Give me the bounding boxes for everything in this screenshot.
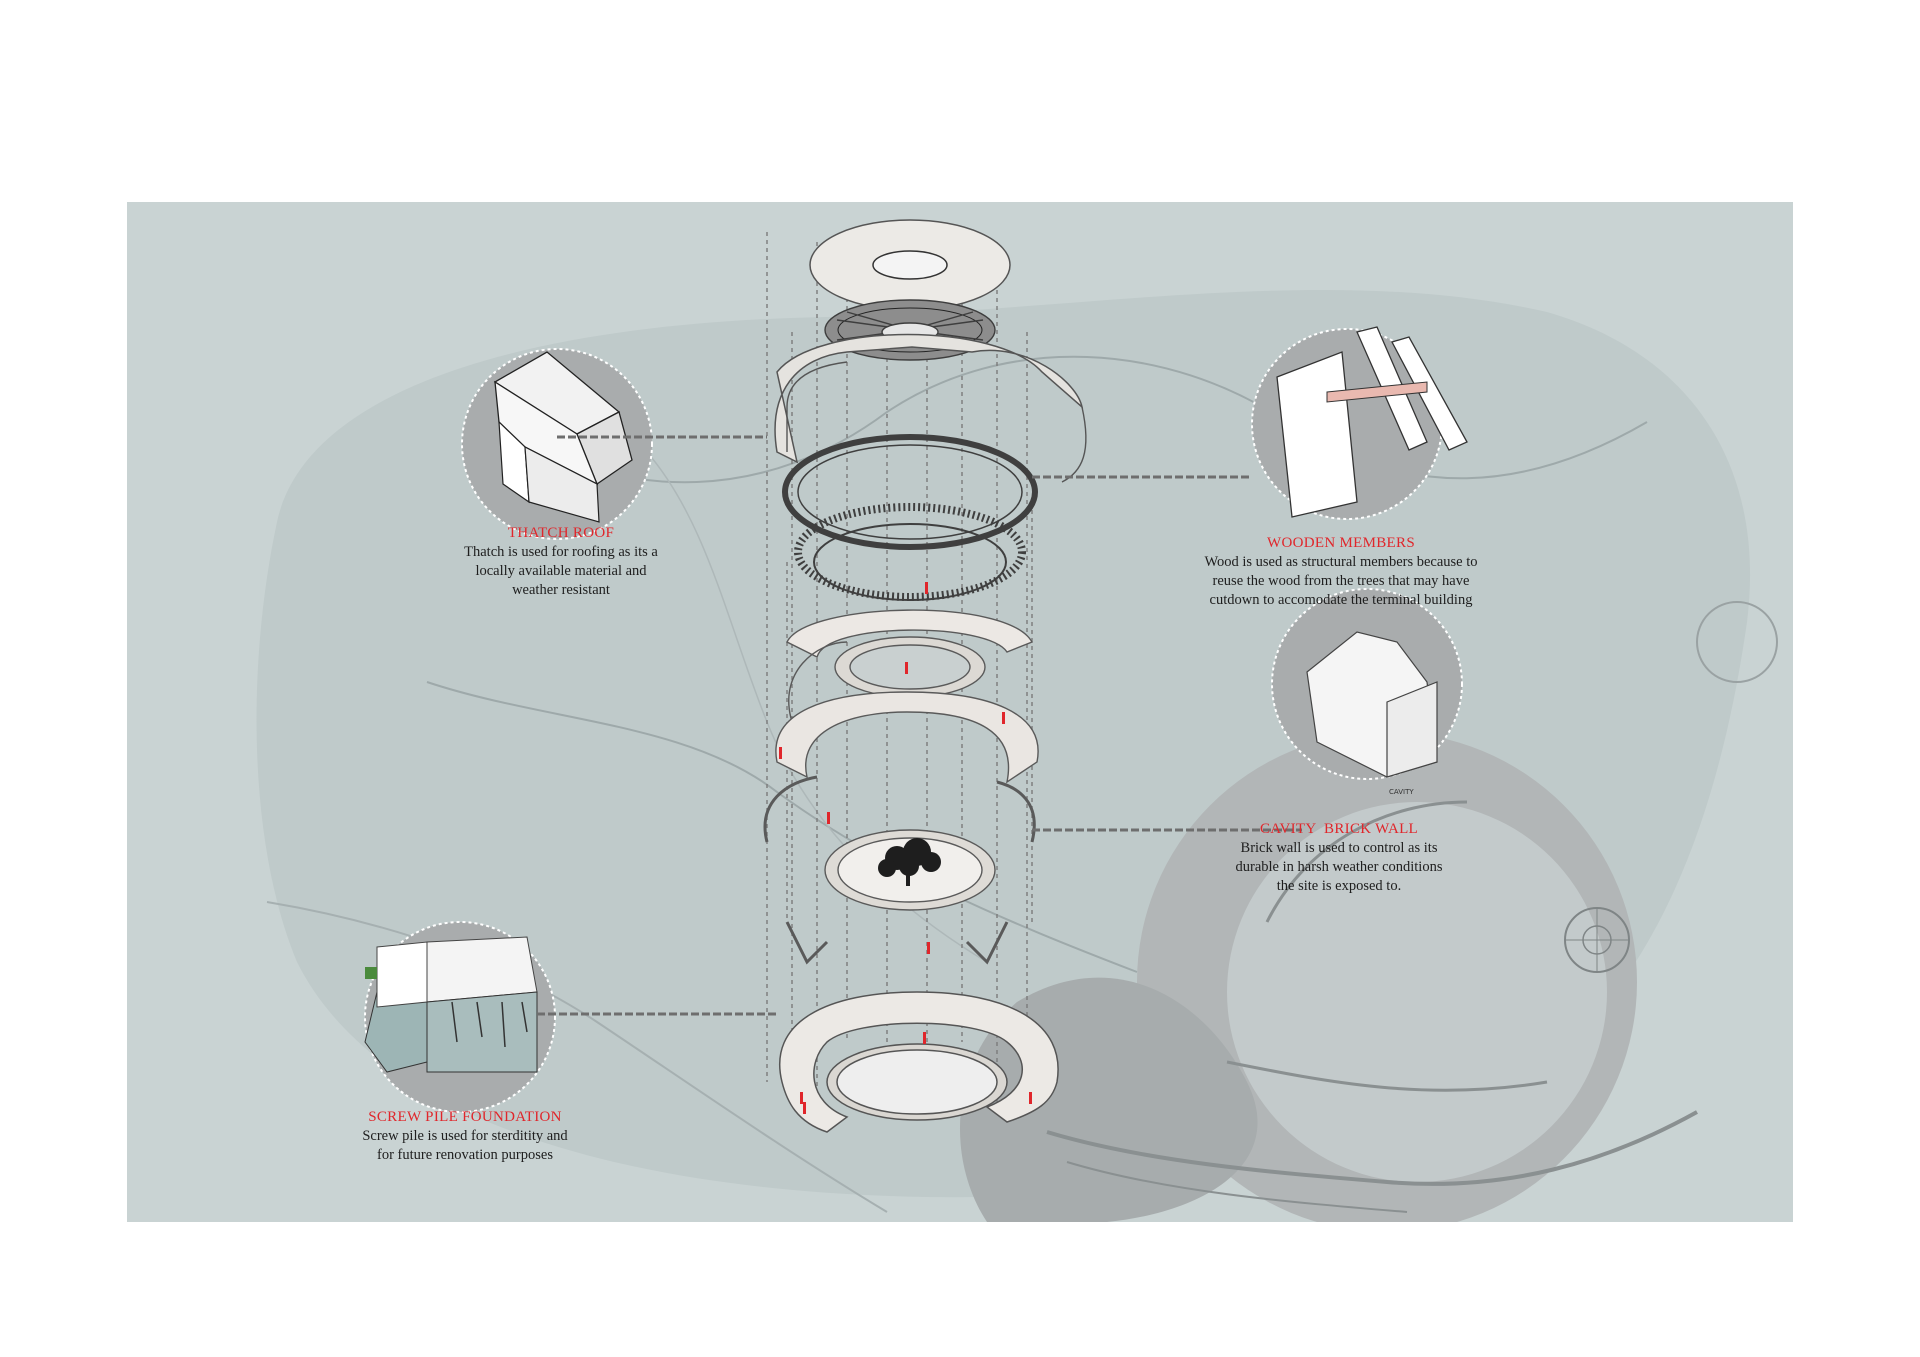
wooden-members-line-1: Wood is used as structural members becau… bbox=[1204, 554, 1478, 570]
thatch-roof-line-2: locally available material and bbox=[475, 563, 647, 579]
screw-pile-title: SCREW PILE FOUNDATION bbox=[368, 1109, 562, 1125]
floor-ring-upper-layer bbox=[786, 609, 1034, 723]
leader-lines bbox=[537, 435, 1302, 1016]
exploded-axonometric-board: CAVITY THATCH ROOF Thatch is used for ro… bbox=[127, 202, 1793, 1222]
cavity-brick-wall-title: CAVITY BRICK WALL bbox=[1259, 821, 1419, 837]
structural-ring-layer bbox=[782, 434, 1038, 601]
wooden-members-detail bbox=[1251, 326, 1468, 520]
thatch-ring-layer bbox=[774, 333, 1087, 483]
foundation-ring-layer bbox=[779, 991, 1059, 1133]
wooden-members-title: WOODEN MEMBERS bbox=[1267, 535, 1415, 551]
cavity-brick-wall-line-2: durable in harsh weather conditions bbox=[1235, 859, 1443, 875]
wooden-members-description: Wood is used as structural members becau… bbox=[1181, 553, 1501, 610]
marina-plan-background bbox=[959, 601, 1778, 1222]
tree-symbol bbox=[878, 838, 941, 886]
screw-pile-line-2: for future renovation purposes bbox=[377, 1147, 553, 1163]
thatch-roof-detail bbox=[461, 348, 653, 540]
screw-pile-annotation: SCREW PILE FOUNDATION Screw pile is used… bbox=[327, 1108, 603, 1165]
cavity-brick-wall-line-3: the site is exposed to. bbox=[1276, 878, 1402, 894]
thatch-roof-line-3: weather resistant bbox=[512, 582, 610, 598]
scale-figures bbox=[779, 582, 1032, 1114]
cavity-tag: CAVITY bbox=[1389, 788, 1414, 796]
cavity-brick-wall-description: Brick wall is used to control as its dur… bbox=[1199, 839, 1479, 896]
wooden-members-annotation: WOODEN MEMBERS Wood is used as structura… bbox=[1181, 534, 1501, 610]
cavity-brick-wall-line-1: Brick wall is used to control as its bbox=[1240, 840, 1438, 856]
thatch-roof-description: Thatch is used for roofing as its a loca… bbox=[405, 543, 717, 600]
screw-pile-line-1: Screw pile is used for sterditity and bbox=[362, 1128, 568, 1144]
thatch-roof-line-1: Thatch is used for roofing as its a bbox=[464, 544, 658, 560]
thatch-roof-annotation: THATCH ROOF Thatch is used for roofing a… bbox=[405, 524, 717, 600]
roof-cap-layer bbox=[809, 219, 1011, 311]
thatch-roof-title: THATCH ROOF bbox=[507, 525, 615, 541]
screw-pile-description: Screw pile is used for sterditity and fo… bbox=[327, 1127, 603, 1165]
cavity-brick-wall-annotation: CAVITY BRICK WALL Brick wall is used to … bbox=[1199, 820, 1479, 896]
screw-pile-detail bbox=[364, 921, 556, 1113]
brick-wall-detail: CAVITY bbox=[1271, 588, 1463, 796]
wooden-members-line-2: reuse the wood from the trees that may h… bbox=[1212, 573, 1470, 589]
wooden-members-line-3: cutdown to accomodate the terminal build… bbox=[1209, 592, 1473, 608]
